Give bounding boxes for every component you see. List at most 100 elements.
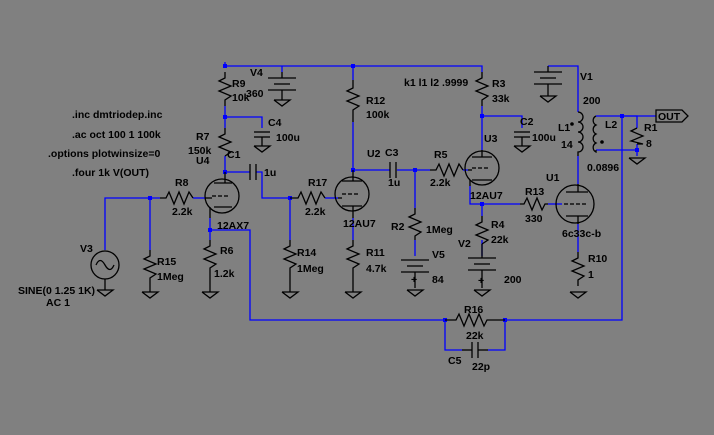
resistor-r11[interactable]: R11 4.7k bbox=[344, 240, 387, 299]
r15-value: 1Meg bbox=[157, 271, 184, 283]
r17-label: R17 bbox=[308, 177, 327, 189]
capacitor-c1[interactable]: C1 1u bbox=[227, 149, 276, 180]
v3-value-ac: AC 1 bbox=[46, 297, 70, 309]
c3-label: C3 bbox=[385, 147, 399, 159]
u1-value: 6c33c-b bbox=[562, 228, 601, 240]
r6-label: R6 bbox=[220, 245, 234, 257]
battery-v1[interactable]: V1 200 bbox=[534, 66, 601, 107]
l1-label: L1 bbox=[558, 122, 570, 134]
battery-v2[interactable]: + V2 200 bbox=[458, 238, 522, 297]
c2-value: 100u bbox=[532, 132, 556, 144]
r17-value: 2.2k bbox=[305, 206, 326, 218]
resistor-r8[interactable]: R8 2.2k bbox=[160, 177, 194, 218]
resistor-r12[interactable]: R12 100k bbox=[345, 80, 390, 122]
resistor-r13[interactable]: R13 330 bbox=[520, 186, 548, 225]
resistor-r4[interactable]: R4 22k bbox=[474, 216, 509, 246]
r12-label: R12 bbox=[366, 95, 385, 107]
r9-label: R9 bbox=[232, 78, 246, 90]
capacitor-c5[interactable]: C5 22p bbox=[448, 342, 490, 373]
r1-value: 8 bbox=[646, 138, 652, 150]
r2-label: R2 bbox=[391, 221, 405, 233]
capacitor-c3[interactable]: C3 1u bbox=[385, 147, 400, 189]
r14-label: R14 bbox=[297, 247, 316, 259]
l2-value: 0.0896 bbox=[587, 162, 619, 174]
v5-label: V5 bbox=[432, 249, 445, 261]
net-label-out[interactable]: OUT bbox=[655, 109, 689, 123]
r4-value: 22k bbox=[491, 234, 509, 246]
l1-value: 14 bbox=[561, 139, 573, 151]
svg-text:+: + bbox=[411, 274, 417, 286]
resistor-r1[interactable]: R1 8 bbox=[628, 122, 658, 165]
resistor-r10[interactable]: R10 1 bbox=[569, 252, 607, 299]
triode-u1[interactable]: U1 6c33c-b bbox=[546, 172, 601, 240]
r2-value: 1Meg bbox=[426, 224, 453, 236]
u3-value: 12AU7 bbox=[470, 190, 503, 202]
triode-u2[interactable]: U2 12AU7 bbox=[334, 148, 381, 230]
r13-label: R13 bbox=[525, 186, 544, 198]
directive-options: .options plotwinsize=0 bbox=[48, 148, 160, 160]
r1-label: R1 bbox=[644, 122, 658, 134]
u3-label: U3 bbox=[484, 133, 498, 145]
r13-value: 330 bbox=[525, 213, 543, 225]
resistor-r2[interactable]: R2 1Meg bbox=[391, 208, 453, 240]
resistor-r16[interactable]: R16 22k bbox=[445, 304, 505, 342]
v3-value: SINE(0 1.25 1K) bbox=[18, 285, 95, 297]
v4-label: V4 bbox=[250, 67, 263, 79]
resistor-r6[interactable]: R6 1.2k bbox=[201, 240, 235, 299]
resistor-r7[interactable]: R7 150k bbox=[188, 128, 233, 157]
v1-value: 200 bbox=[583, 95, 601, 107]
c5-label: C5 bbox=[448, 355, 462, 367]
spice-directives: .inc dmtriodep.inc .ac oct 100 1 100k .o… bbox=[48, 77, 468, 179]
v2-label: V2 bbox=[458, 238, 471, 250]
v5-value: 84 bbox=[432, 274, 444, 286]
c4-label: C4 bbox=[268, 117, 282, 129]
capacitor-c4[interactable]: C4 100u bbox=[253, 117, 300, 153]
directive-ac: .ac oct 100 1 100k bbox=[72, 129, 161, 141]
battery-v5[interactable]: + V5 84 bbox=[401, 249, 445, 297]
r9-value: 10k bbox=[232, 92, 250, 104]
u4-label: U4 bbox=[196, 155, 210, 167]
r5-value: 2.2k bbox=[430, 177, 451, 189]
directive-four: .four 1k V(OUT) bbox=[72, 167, 149, 179]
triode-u4[interactable]: U4 12AX7 bbox=[196, 155, 249, 232]
u2-label: U2 bbox=[367, 148, 381, 160]
svg-text:+: + bbox=[478, 275, 484, 287]
c1-label: C1 bbox=[227, 149, 241, 161]
source-v3[interactable]: V3 SINE(0 1.25 1K) AC 1 bbox=[18, 243, 120, 309]
c3-value: 1u bbox=[388, 177, 400, 189]
v1-label: V1 bbox=[580, 71, 593, 83]
battery-v4[interactable]: V4 360 bbox=[246, 67, 296, 107]
r4-label: R4 bbox=[491, 219, 505, 231]
r3-label: R3 bbox=[492, 78, 506, 90]
v3-label: V3 bbox=[80, 243, 93, 255]
r16-label: R16 bbox=[464, 304, 483, 316]
r7-label: R7 bbox=[196, 131, 210, 143]
capacitor-c2[interactable]: C2 100u bbox=[513, 116, 556, 153]
u4-value: 12AX7 bbox=[217, 220, 249, 232]
l2-label: L2 bbox=[605, 119, 617, 131]
directive-coupling: k1 l1 l2 .9999 bbox=[404, 77, 468, 89]
resistor-r15[interactable]: R15 1Meg bbox=[141, 250, 184, 299]
c2-label: C2 bbox=[520, 116, 534, 128]
transformer-l1-l2[interactable]: L1 14 L2 0.0896 bbox=[558, 111, 619, 174]
c5-value: 22p bbox=[472, 361, 490, 373]
r16-value: 22k bbox=[466, 330, 484, 342]
u2-value: 12AU7 bbox=[343, 218, 376, 230]
directive-include: .inc dmtriodep.inc bbox=[72, 109, 163, 121]
junction-dots bbox=[148, 64, 639, 322]
resistor-r5[interactable]: R5 2.2k bbox=[430, 149, 464, 189]
r8-value: 2.2k bbox=[172, 206, 193, 218]
r6-value: 1.2k bbox=[214, 268, 235, 280]
resistor-r14[interactable]: R14 1Meg bbox=[281, 240, 324, 299]
resistor-r3[interactable]: R3 33k bbox=[474, 72, 510, 106]
r8-label: R8 bbox=[175, 177, 189, 189]
u1-label: U1 bbox=[546, 172, 560, 184]
v4-value: 360 bbox=[246, 88, 264, 100]
resistor-r9[interactable]: R9 10k bbox=[217, 72, 250, 106]
triode-u3[interactable]: U3 12AU7 bbox=[464, 133, 503, 202]
r14-value: 1Meg bbox=[297, 263, 324, 275]
c4-value: 100u bbox=[276, 132, 300, 144]
resistor-r17[interactable]: R17 2.2k bbox=[290, 177, 327, 218]
